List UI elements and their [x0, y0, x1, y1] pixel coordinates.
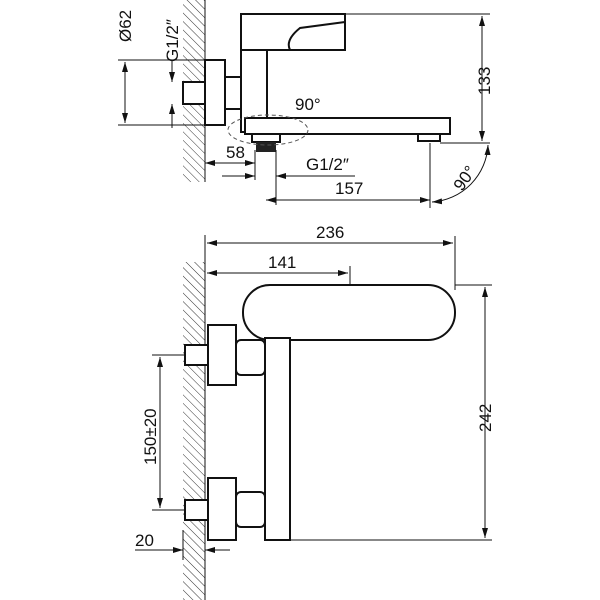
- upper-inlet-thread: [184, 344, 209, 366]
- handle-top: [240, 13, 346, 51]
- wall-flange: [204, 59, 226, 126]
- body: [264, 337, 291, 541]
- swivel-marker: [227, 114, 309, 146]
- lower-nut: [235, 491, 266, 528]
- wall-hatch: [183, 262, 205, 600]
- wall-thickness-label: 20: [135, 531, 154, 550]
- spout-reach-label: 157: [335, 179, 363, 198]
- lower-flange: [207, 477, 237, 541]
- outlet-thread-label: G1/2″: [306, 155, 349, 174]
- upper-flange: [207, 324, 237, 386]
- spout-angle-label: 90°: [450, 162, 480, 194]
- lower-inlet-thread: [184, 499, 209, 521]
- side-view: 236 141 150±20 242 20: [135, 223, 495, 600]
- diameter-label: Ø62: [116, 10, 135, 42]
- overall-height-label: 242: [476, 404, 495, 432]
- wall-offset-label: 58: [226, 143, 245, 162]
- upper-nut: [235, 339, 266, 376]
- outlet-thread: [256, 142, 276, 152]
- overall-depth-label: 236: [316, 223, 344, 242]
- eccentric-connector: [224, 76, 243, 110]
- aerator: [417, 133, 441, 142]
- swivel-angle-label: 90°: [295, 95, 321, 114]
- inlet-thread-label: G1/2″: [163, 19, 182, 62]
- handle: [242, 284, 456, 341]
- center-distance-label: 150±20: [141, 408, 160, 465]
- spout: [244, 117, 451, 135]
- height-label: 133: [475, 67, 494, 95]
- handle-depth-label: 141: [268, 253, 296, 272]
- inlet-thread: [182, 81, 206, 105]
- top-view: Ø62 G1/2″ 133 90° 58 G1/2″ 157 90°: [116, 0, 494, 208]
